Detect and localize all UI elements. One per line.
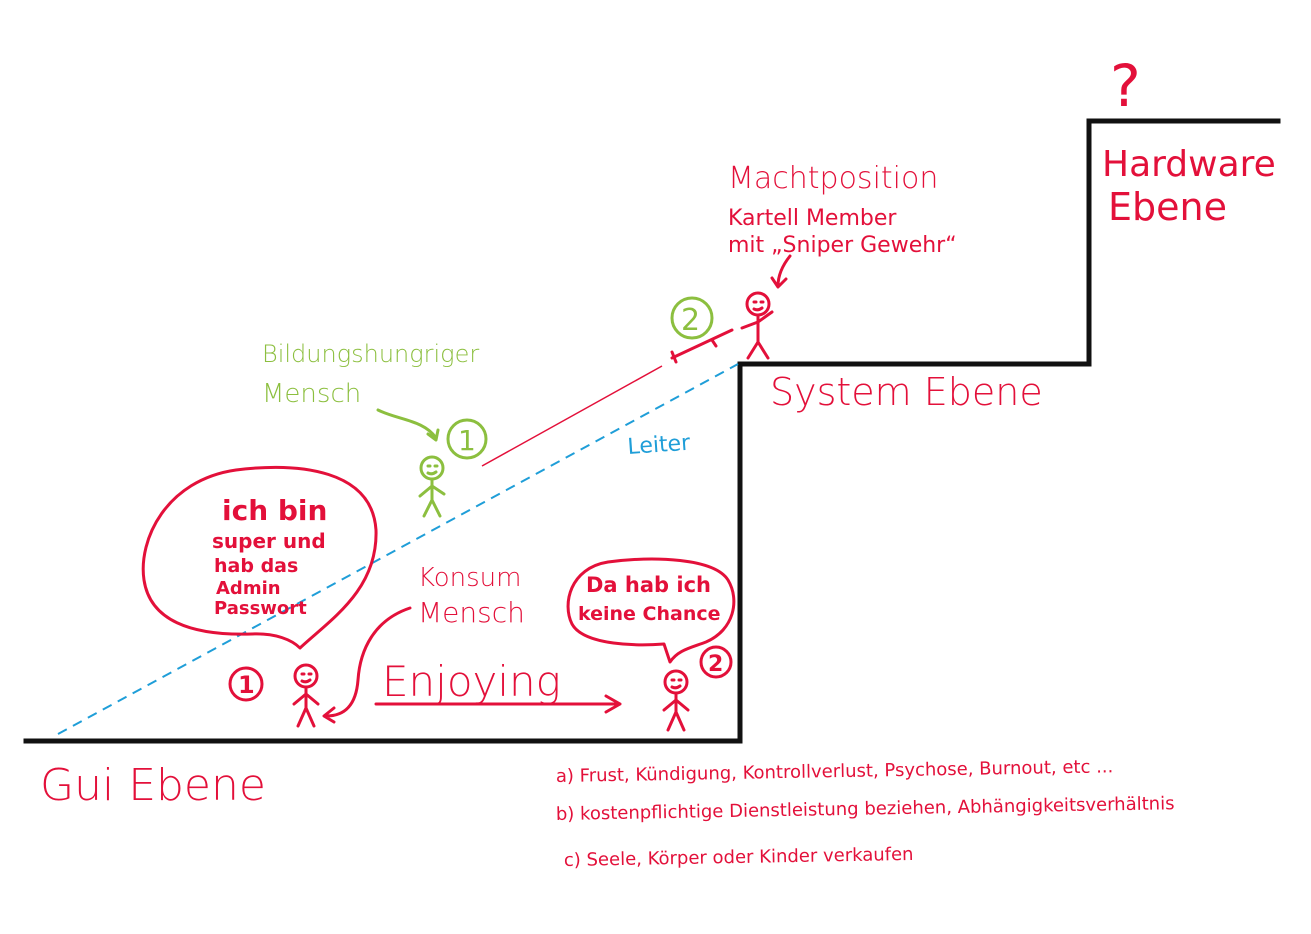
- right-person: [662, 669, 690, 732]
- enjoying-arrow: [374, 694, 622, 714]
- education-arrow: [376, 408, 440, 442]
- left-number: 1: [238, 671, 255, 699]
- bubble-left-line4: Admin: [216, 578, 281, 599]
- question-mark: ?: [1110, 52, 1141, 120]
- right-number: 2: [708, 652, 723, 677]
- power-arrow: [770, 254, 792, 289]
- hardware-level-label-line2: Ebene: [1108, 185, 1227, 229]
- education-label-line2: Mensch: [262, 379, 361, 409]
- staircase-outline: [23, 118, 1281, 744]
- power-line2: mit „Sniper Gewehr“: [728, 233, 957, 258]
- bubble-right-line2: keine Chance: [578, 603, 721, 625]
- note-b: b) kostenpflichtige Dienstleistung bezie…: [556, 793, 1175, 825]
- sniper-number-badge: 2: [670, 296, 714, 340]
- left-person: [292, 663, 320, 728]
- bubble-left-line5: Passwort: [214, 598, 307, 619]
- right-speech-bubble: [566, 557, 736, 664]
- power-title: Machtposition: [728, 161, 938, 196]
- consumer-label-line2: Mensch: [418, 596, 525, 629]
- hardware-level-label-line1: Hardware: [1102, 144, 1276, 185]
- ladder-label: Leiter: [627, 431, 692, 460]
- bubble-left-line1: ich bin: [222, 494, 327, 527]
- education-label-line1: Bildungshungriger: [262, 340, 479, 368]
- note-c: c) Seele, Körper oder Kinder verkaufen: [564, 844, 914, 871]
- sniper-number: 2: [681, 303, 700, 338]
- education-person: [418, 455, 446, 518]
- sniper-person: [740, 291, 774, 360]
- system-level-label: System Ebene: [770, 370, 1043, 414]
- bubble-left-line2: super und: [212, 529, 326, 553]
- education-number-badge: 1: [446, 418, 488, 460]
- education-number: 1: [458, 424, 476, 457]
- bubble-right-line1: Da hab ich: [586, 573, 711, 597]
- consumer-label-line1: Konsum: [418, 563, 522, 593]
- right-number-badge: 2: [699, 645, 733, 679]
- consumer-arrow: [322, 606, 412, 724]
- sniper-line: [481, 365, 663, 467]
- bubble-left-line3: hab das: [214, 555, 298, 577]
- note-a: a) Frust, Kündigung, Kontrollverlust, Ps…: [556, 756, 1114, 787]
- enjoying-label: Enjoying: [382, 657, 561, 706]
- left-number-badge: 1: [228, 666, 264, 702]
- left-speech-bubble: [141, 465, 378, 650]
- sniper-rifle: [670, 328, 734, 364]
- gui-level-label: Gui Ebene: [40, 760, 266, 811]
- power-line1: Kartell Member: [728, 206, 897, 231]
